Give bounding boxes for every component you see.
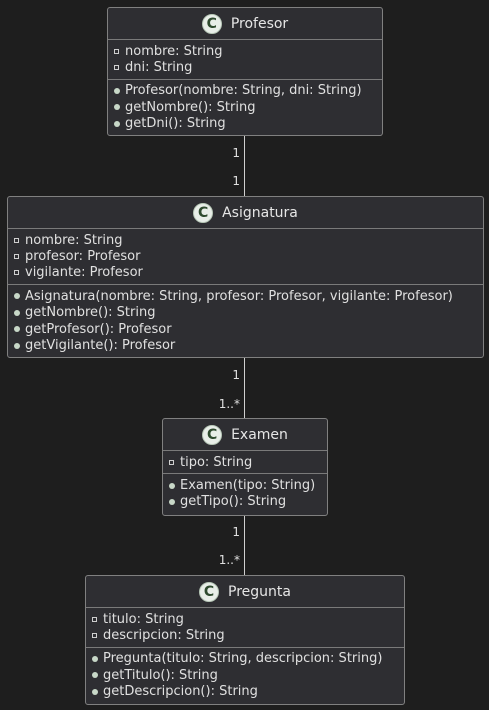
method: getTipo(): String: [163, 494, 327, 510]
attribute: vigilante: Profesor: [8, 265, 483, 281]
private-icon: [92, 616, 97, 622]
attributes-section: tipo: String: [163, 451, 327, 473]
class-header: C Profesor: [108, 8, 382, 40]
private-icon: [14, 237, 19, 243]
class-asignatura[interactable]: C Asignatura nombre: String profesor: Pr…: [7, 196, 484, 358]
method: getNombre(): String: [108, 99, 382, 115]
private-icon: [169, 459, 174, 465]
attributes-section: nombre: String dni: String: [108, 40, 382, 79]
multiplicity-label: 1..*: [218, 553, 240, 567]
public-icon: [114, 87, 120, 94]
multiplicity-label: 1: [232, 368, 240, 382]
method: getTitulo(): String: [86, 667, 404, 683]
methods-section: Asignatura(nombre: String, profesor: Pro…: [8, 284, 483, 357]
class-profesor[interactable]: C Profesor nombre: String dni: String Pr…: [107, 7, 383, 136]
class-icon: C: [201, 13, 222, 34]
method: getProfesor(): Profesor: [8, 321, 483, 337]
public-icon: [114, 120, 120, 127]
private-icon: [14, 270, 19, 276]
class-header: C Asignatura: [8, 197, 483, 229]
attribute: titulo: String: [86, 611, 404, 627]
private-icon: [14, 254, 19, 260]
attribute: nombre: String: [8, 232, 483, 248]
association-line: [244, 358, 245, 418]
class-name: Profesor: [230, 15, 289, 32]
public-icon: [92, 655, 98, 662]
attributes-section: nombre: String profesor: Profesor vigila…: [8, 229, 483, 284]
public-icon: [14, 309, 20, 316]
class-name: Asignatura: [222, 204, 298, 221]
public-icon: [92, 672, 98, 679]
method: getNombre(): String: [8, 305, 483, 321]
method: Asignatura(nombre: String, profesor: Pro…: [8, 288, 483, 304]
method: getDescripcion(): String: [86, 684, 404, 700]
multiplicity-label: 1: [232, 146, 240, 160]
class-icon: C: [199, 581, 220, 602]
class-examen[interactable]: C Examen tipo: String Examen(tipo: Strin…: [162, 418, 328, 516]
class-name: Examen: [231, 426, 288, 443]
public-icon: [114, 104, 120, 111]
method: Examen(tipo: String): [163, 477, 327, 493]
private-icon: [114, 65, 119, 71]
class-pregunta[interactable]: C Pregunta titulo: String descripcion: S…: [85, 575, 405, 705]
attribute: dni: String: [108, 59, 382, 75]
private-icon: [114, 48, 119, 54]
attribute: profesor: Profesor: [8, 248, 483, 264]
class-header: C Pregunta: [86, 576, 404, 608]
class-header: C Examen: [163, 419, 327, 451]
class-icon: C: [193, 202, 214, 223]
association-line: [244, 136, 245, 196]
methods-section: Pregunta(titulo: String, descripcion: St…: [86, 646, 404, 703]
public-icon: [169, 482, 175, 489]
private-icon: [92, 633, 97, 639]
class-name: Pregunta: [228, 583, 291, 600]
method: Profesor(nombre: String, dni: String): [108, 83, 382, 99]
public-icon: [14, 293, 20, 300]
attribute: nombre: String: [108, 43, 382, 59]
multiplicity-label: 1..*: [218, 397, 240, 411]
attribute: descripcion: String: [86, 627, 404, 643]
methods-section: Profesor(nombre: String, dni: String) ge…: [108, 78, 382, 135]
public-icon: [14, 342, 20, 349]
method: Pregunta(titulo: String, descripcion: St…: [86, 651, 404, 667]
public-icon: [92, 688, 98, 695]
attributes-section: titulo: String descripcion: String: [86, 608, 404, 647]
multiplicity-label: 1: [232, 174, 240, 188]
attribute: tipo: String: [163, 454, 327, 470]
class-icon: C: [202, 424, 223, 445]
association-line: [244, 516, 245, 575]
multiplicity-label: 1: [232, 525, 240, 539]
methods-section: Examen(tipo: String) getTipo(): String: [163, 473, 327, 513]
public-icon: [169, 498, 175, 505]
public-icon: [14, 326, 20, 333]
method: getDni(): String: [108, 116, 382, 132]
method: getVigilante(): Profesor: [8, 337, 483, 353]
